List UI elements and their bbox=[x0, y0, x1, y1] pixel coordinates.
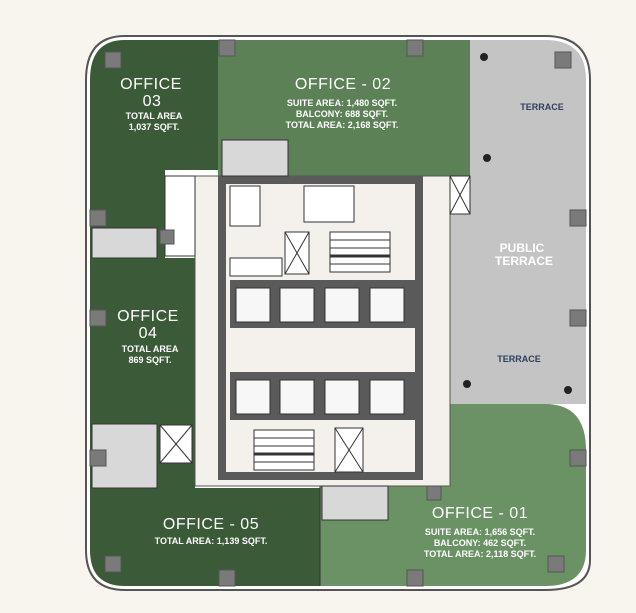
office-01-area bbox=[320, 404, 586, 586]
office-04-area-2: 869 SQFT. bbox=[128, 355, 171, 365]
office-05-name: OFFICE - 05 bbox=[163, 516, 259, 533]
office-01-name: OFFICE - 01 bbox=[432, 505, 528, 522]
lift-bank-upper bbox=[235, 287, 405, 323]
office-04-name-2: 04 bbox=[139, 325, 158, 342]
office-01-suite: SUITE AREA: 1,656 SQFT. bbox=[425, 527, 535, 537]
terrace-top bbox=[430, 40, 586, 176]
office-03-area-2: 1,037 SQFT. bbox=[129, 122, 180, 132]
shaft-1 bbox=[284, 231, 310, 275]
office-01-total: TOTAL AREA: 2,118 SQFT. bbox=[424, 549, 536, 559]
office-03-name-1: OFFICE bbox=[120, 76, 182, 93]
washroom-o02 bbox=[221, 139, 289, 177]
shaft-4 bbox=[449, 175, 471, 215]
shaft-2 bbox=[334, 427, 364, 473]
washroom-o01 bbox=[321, 485, 389, 521]
office-03-name-2: 03 bbox=[143, 93, 162, 110]
office-02-suite: SUITE AREA: 1,480 SQFT. bbox=[287, 98, 397, 108]
office-03-area-1: TOTAL AREA bbox=[126, 111, 183, 121]
lift-bank-lower bbox=[235, 379, 405, 415]
public-terrace-label-2: TERRACE bbox=[495, 254, 553, 268]
public-terrace-label-1: PUBLIC bbox=[500, 241, 545, 255]
office-02-name: OFFICE - 02 bbox=[295, 76, 391, 93]
columns bbox=[89, 39, 587, 587]
office-04-area-1: TOTAL AREA bbox=[122, 344, 179, 354]
office-05-total: TOTAL AREA: 1,139 SQFT. bbox=[155, 536, 268, 546]
washroom-o03 bbox=[91, 227, 158, 259]
terrace-public bbox=[450, 176, 586, 326]
stair-upper bbox=[329, 231, 391, 273]
office-04-name-1: OFFICE bbox=[117, 308, 179, 325]
office-02-total: TOTAL AREA: 2,168 SQFT. bbox=[286, 120, 399, 130]
office-05-area bbox=[90, 488, 320, 586]
building-core bbox=[194, 175, 451, 487]
shaft-3 bbox=[159, 424, 193, 464]
office-01-balcony: BALCONY: 462 SQFT. bbox=[434, 538, 526, 548]
terrace-top-label: TERRACE bbox=[520, 102, 564, 112]
office-02-balcony: BALCONY: 688 SQFT. bbox=[296, 109, 388, 119]
office-03-area bbox=[90, 40, 218, 170]
terrace-mid bbox=[450, 326, 586, 404]
stair-lower bbox=[253, 429, 315, 471]
terrace-mid-label: TERRACE bbox=[497, 354, 541, 364]
